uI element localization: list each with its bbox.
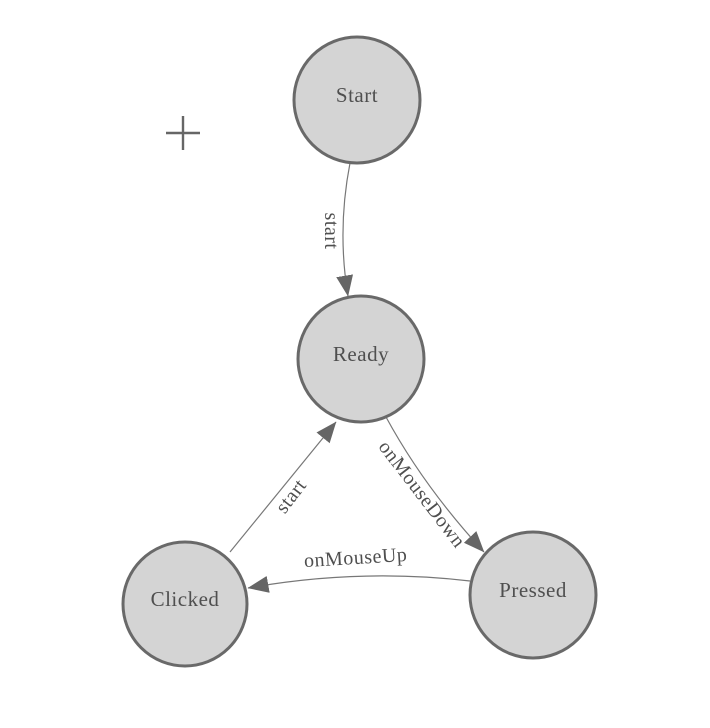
edge-ready-to-pressed[interactable]: [385, 416, 485, 553]
crosshair-icon: [166, 116, 200, 150]
state-label-ready: Ready: [333, 342, 389, 366]
state-label-pressed: Pressed: [499, 578, 567, 602]
edge-label-onmouseup: onMouseUp: [303, 544, 408, 572]
state-node-pressed[interactable]: [468, 530, 598, 660]
edge-start-to-ready[interactable]: [336, 162, 354, 297]
state-node-ready[interactable]: [296, 294, 426, 424]
edge-label-start-top: start: [320, 213, 342, 250]
state-node-clicked[interactable]: [121, 540, 249, 668]
state-node-start[interactable]: [292, 35, 422, 165]
node-layer: Start Ready Clicked Pressed: [121, 35, 598, 668]
edge-layer: [229, 162, 485, 593]
edge-label-onmousedown: onMouseDown: [374, 437, 470, 553]
state-label-start: Start: [336, 83, 378, 107]
edge-pressed-to-clicked[interactable]: [247, 575, 471, 593]
state-label-clicked: Clicked: [151, 587, 220, 611]
edge-label-start-lower: start: [271, 475, 311, 518]
edge-clicked-to-ready[interactable]: [229, 421, 337, 553]
